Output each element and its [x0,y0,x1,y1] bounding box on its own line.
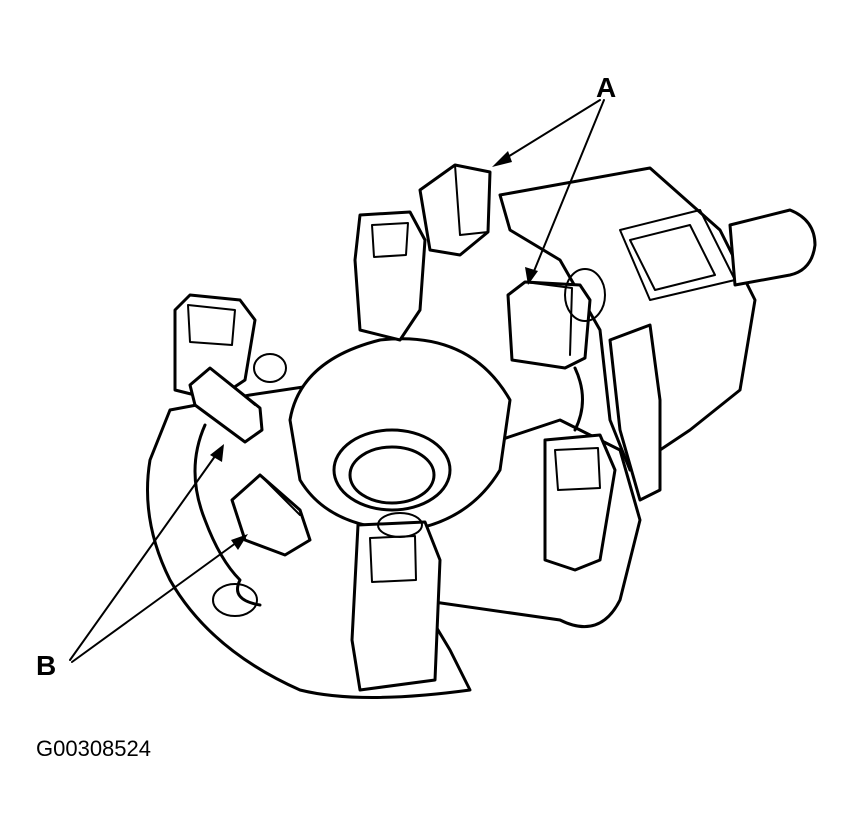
bottom-socket [350,520,442,692]
callout-a-leaders [492,99,605,285]
right-socket [543,433,617,572]
shaft-hole [348,445,436,505]
terminal-stud [728,208,817,287]
figure-id: G00308524 [36,736,151,761]
callout-label-b: B [36,650,57,681]
callout-label-a: A [596,72,617,103]
housing-flange [608,323,662,502]
brush-lead-right [573,366,584,432]
top-socket [353,210,427,342]
callout-b-leaders [69,444,248,663]
brush-a-lower [506,280,592,370]
brush-lead-left [193,423,262,607]
